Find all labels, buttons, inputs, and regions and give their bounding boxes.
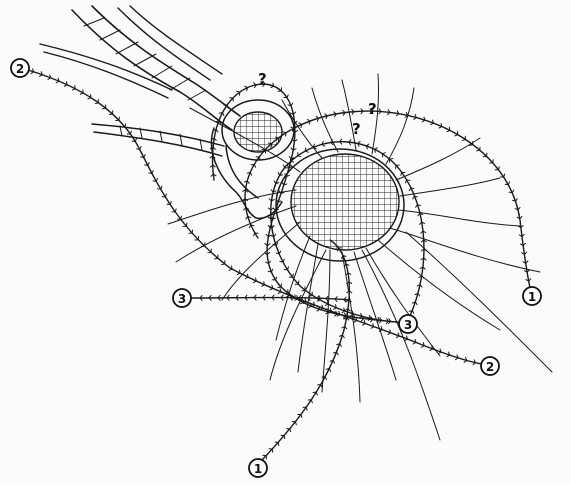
label-3-center: 3 (399, 315, 417, 333)
fiber-22 (270, 250, 326, 380)
label-3-left-text: 3 (178, 292, 186, 306)
label-3-center-text: 3 (404, 318, 412, 332)
fiber-11 (378, 240, 500, 330)
fiber-4 (222, 222, 300, 300)
fiber-15 (396, 138, 480, 180)
fiber-13 (398, 210, 520, 226)
label-2-left-text: 2 (16, 62, 24, 76)
question-mark-1: ? (258, 70, 267, 88)
fiber-10 (366, 248, 440, 356)
fiber-12 (390, 228, 540, 272)
fiber-20 (282, 100, 322, 158)
label-3-left: 3 (173, 289, 191, 307)
label-2-left: 2 (11, 59, 29, 77)
label-1-top-text: 1 (528, 290, 536, 304)
fiber-21 (362, 250, 440, 440)
large-nucleus (276, 149, 404, 261)
label-2-right-text: 2 (486, 360, 494, 374)
label-1-bottom-text: 1 (254, 462, 262, 476)
label-1-top: 1 (523, 287, 541, 305)
label-2-right: 2 (481, 357, 499, 375)
question-mark-2: ? (368, 100, 377, 118)
fiber-16 (386, 88, 414, 164)
path-1-bottom (262, 240, 349, 460)
fiber-14 (400, 178, 500, 196)
question-mark-3: ? (352, 120, 361, 138)
label-1-bottom: 1 (249, 459, 267, 477)
